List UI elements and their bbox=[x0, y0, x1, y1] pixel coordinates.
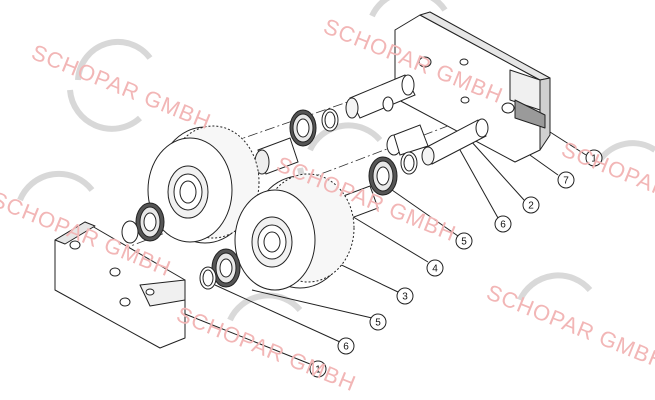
watermark-swoosh bbox=[597, 140, 655, 162]
watermark-swoosh bbox=[75, 38, 153, 81]
callout-circle-c6-bottom bbox=[337, 337, 355, 355]
mounting-plate-right bbox=[394, 11, 551, 163]
watermark-swoosh bbox=[307, 122, 383, 152]
callout-circle-c6-top bbox=[494, 215, 512, 233]
callout-label-c1-top: 1 bbox=[591, 154, 597, 165]
shaft-lower bbox=[386, 118, 489, 166]
callout-group: 1 7 2 6 5 4 3 5 6 1 bbox=[309, 149, 603, 378]
shaft-upper bbox=[345, 74, 416, 119]
watermark-swoosh bbox=[67, 89, 143, 132]
callout-label-c6-top: 6 bbox=[500, 220, 506, 231]
bearing-lower-left-set bbox=[199, 248, 241, 290]
pulley-back bbox=[147, 125, 260, 244]
callout-label-c2: 2 bbox=[528, 201, 534, 212]
callout-label-c5-bottom: 5 bbox=[375, 318, 381, 329]
callout-circle-c2 bbox=[522, 196, 540, 214]
watermark-swoosh bbox=[517, 272, 593, 302]
mounting-plate-left bbox=[54, 221, 186, 349]
leader-lines bbox=[174, 131, 587, 365]
callout-label-c1-bottom: 1 bbox=[315, 365, 321, 376]
callout-label-c7: 7 bbox=[563, 176, 569, 187]
bearing-upper-set bbox=[254, 108, 339, 175]
callout-label-c5-top: 5 bbox=[461, 237, 467, 248]
watermark-swoosh bbox=[227, 292, 303, 322]
callout-circle-c5-bottom bbox=[369, 313, 387, 331]
watermark-swoosh bbox=[369, 0, 448, 18]
callout-label-c6-bottom: 6 bbox=[343, 342, 349, 353]
callout-label-c4: 4 bbox=[432, 264, 438, 275]
pulley-front bbox=[234, 173, 355, 291]
callout-circle-c5-top bbox=[455, 232, 473, 250]
watermark-text: SCHOPAR GMBH bbox=[483, 279, 655, 374]
watermark-swoosh bbox=[17, 170, 95, 202]
callout-circle-c1-top bbox=[585, 149, 603, 167]
bearing-back-left-set bbox=[121, 202, 165, 244]
watermark-text: SCHOPAR GMBH bbox=[28, 39, 215, 134]
callout-circle-c1-bottom bbox=[309, 360, 327, 378]
callout-label-c3: 3 bbox=[402, 292, 408, 303]
callout-circle-c4 bbox=[426, 259, 444, 277]
callout-circle-c3 bbox=[396, 287, 414, 305]
watermark-text: SCHOPAR GMBH bbox=[173, 301, 360, 396]
callout-circle-c7 bbox=[557, 171, 575, 189]
